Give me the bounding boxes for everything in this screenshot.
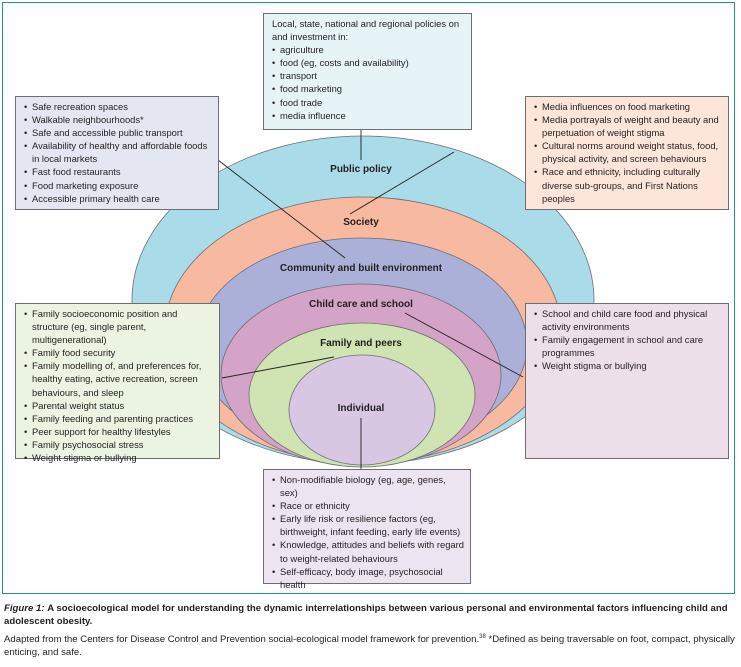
box-individual: Non-modifiable biology (eg, age, genes, … <box>263 469 471 590</box>
list-item: Accessible primary health care <box>24 192 212 205</box>
community-list: Safe recreation spacesWalkable neighbour… <box>24 100 212 205</box>
list-item: Food marketing exposure <box>24 179 212 192</box>
label-family: Family and peers <box>320 338 402 349</box>
list-item: Family feeding and parenting practices <box>24 412 213 425</box>
list-item: Parental weight status <box>24 399 213 412</box>
list-item: Safe recreation spaces <box>24 100 212 113</box>
list-item: Media portrayals of weight and beauty an… <box>534 113 722 139</box>
list-item: School and child care food and physical … <box>534 307 722 333</box>
list-item: Fast food restaurants <box>24 165 212 178</box>
list-item: transport <box>272 69 465 82</box>
list-item: Walkable neighbourhoods* <box>24 113 212 126</box>
list-item: Cultural norms around weight status, foo… <box>534 139 722 165</box>
policy-list: agriculturefood (eg, costs and availabil… <box>272 43 465 122</box>
label-individual: Individual <box>338 403 385 414</box>
label-society: Society <box>343 217 379 228</box>
caption-footnote: *Defined as being traversable on foot, c… <box>4 634 735 658</box>
box-school: School and child care food and physical … <box>525 303 729 459</box>
list-item: Early life risk or resilience factors (e… <box>272 512 464 538</box>
list-item: food (eg, costs and availability) <box>272 56 465 69</box>
caption-title: A socioecological model for understandin… <box>4 603 728 627</box>
box-family: Family socioeconomic position and struct… <box>15 303 220 464</box>
individual-list: Non-modifiable biology (eg, age, genes, … <box>272 473 464 591</box>
society-list: Media influences on food marketingMedia … <box>534 100 722 205</box>
school-list: School and child care food and physical … <box>534 307 722 373</box>
list-item: Family modelling of, and preferences for… <box>24 359 213 398</box>
family-list: Family socioeconomic position and struct… <box>24 307 213 464</box>
socioecological-diagram: Public policy Society Community and buil… <box>131 130 595 469</box>
list-item: Race and ethnicity, including culturally… <box>534 165 722 204</box>
box-community: Safe recreation spacesWalkable neighbour… <box>15 96 219 210</box>
box-public-policy: Local, state, national and regional poli… <box>263 13 472 130</box>
list-item: Weight stigma or bullying <box>534 359 722 372</box>
caption-label: Figure 1: <box>4 603 45 614</box>
list-item: Availability of healthy and affordable f… <box>24 139 212 165</box>
list-item: Family socioeconomic position and struct… <box>24 307 213 346</box>
list-item: Peer support for healthy lifestyles <box>24 425 213 438</box>
list-item: food marketing <box>272 82 465 95</box>
figure-caption: Figure 1: A socioecological model for un… <box>4 603 737 660</box>
connector-family <box>221 356 335 379</box>
label-school: Child care and school <box>309 299 413 310</box>
list-item: agriculture <box>272 43 465 56</box>
list-item: Non-modifiable biology (eg, age, genes, … <box>272 473 464 499</box>
list-item: Family psychosocial stress <box>24 438 213 451</box>
connector-school <box>404 312 524 378</box>
ring-individual <box>288 354 436 466</box>
list-item: Knowledge, attitudes and beliefs with re… <box>272 538 464 564</box>
connector-community <box>217 159 346 259</box>
list-item: Family food security <box>24 346 213 359</box>
connector-society <box>349 151 455 215</box>
list-item: food trade <box>272 96 465 109</box>
policy-intro: Local, state, national and regional poli… <box>272 18 460 43</box>
box-society: Media influences on food marketingMedia … <box>525 96 729 210</box>
label-community: Community and built environment <box>280 263 443 274</box>
list-item: Safe and accessible public transport <box>24 126 212 139</box>
list-item: Media influences on food marketing <box>534 100 722 113</box>
list-item: media influence <box>272 109 465 122</box>
list-item: Race or ethnicity <box>272 499 464 512</box>
list-item: Weight stigma or bullying <box>24 451 213 464</box>
caption-note: Adapted from the Centers for Disease Con… <box>4 634 480 646</box>
label-public-policy: Public policy <box>330 164 392 175</box>
list-item: Family engagement in school and care pro… <box>534 333 722 359</box>
figure-frame <box>2 2 735 594</box>
caption-reference: 38 <box>479 634 486 641</box>
list-item: Self-efficacy, body image, psychosocial … <box>272 565 464 591</box>
